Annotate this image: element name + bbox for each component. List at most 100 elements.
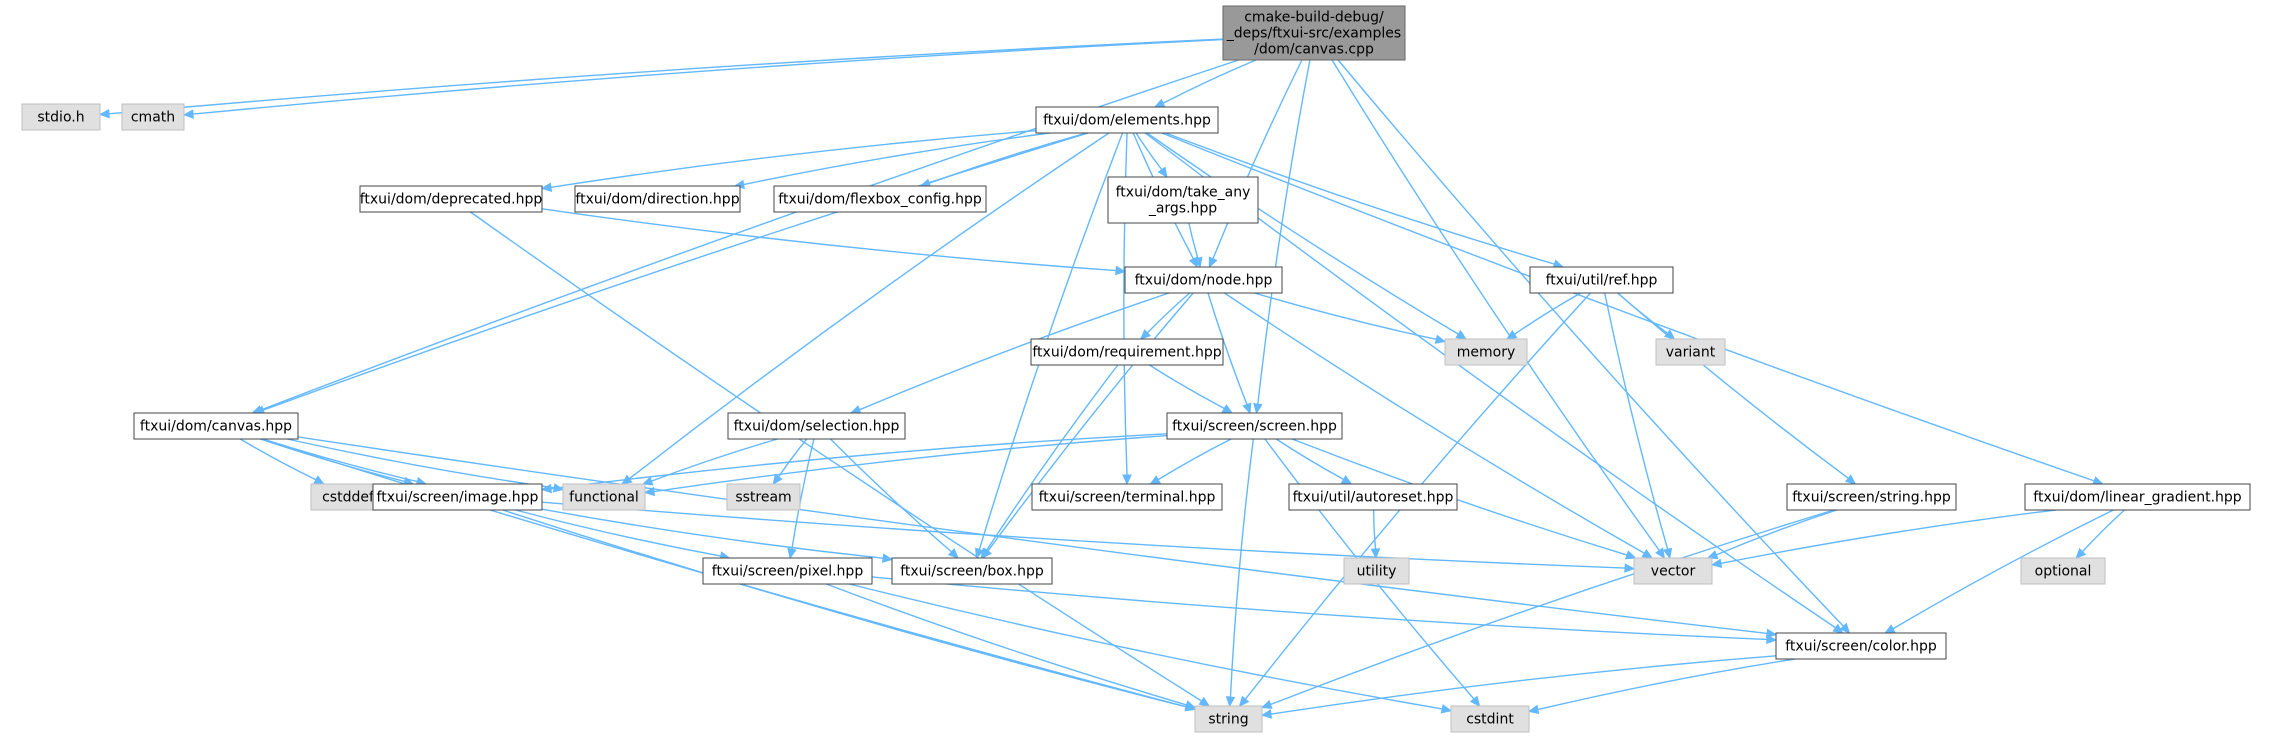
node-requirement[interactable]: ftxui/dom/requirement.hpp	[1030, 338, 1224, 366]
node-memory: memory	[1444, 338, 1528, 366]
edge-line	[550, 129, 1037, 189]
edge-pixel-to-string	[825, 583, 1197, 710]
edge-root-to-vector	[1331, 59, 1666, 560]
node-cstdint: cstdint	[1450, 705, 1530, 733]
edge-arrowhead	[787, 547, 797, 560]
edge-elements-to-memory	[1146, 132, 1467, 340]
node-box	[1655, 338, 1726, 366]
node-box	[1450, 705, 1530, 733]
node-box	[1030, 338, 1224, 366]
node-takeany[interactable]: ftxui/dom/take_any_args.hpp	[1107, 176, 1259, 224]
node-pixel[interactable]: ftxui/screen/pixel.hpp	[702, 557, 873, 585]
edge-line	[1157, 438, 1232, 481]
edge-elements-to-canvas	[253, 132, 1089, 415]
edge-line	[541, 208, 1117, 272]
node-label: ftxui/dom/direction.hpp	[575, 192, 739, 208]
node-terminal[interactable]: ftxui/screen/terminal.hpp	[1031, 483, 1223, 511]
node-autoreset[interactable]: ftxui/util/autoreset.hpp	[1288, 483, 1458, 511]
edge-requirement-to-screen	[1149, 364, 1234, 414]
edge-line	[541, 501, 1626, 569]
edge-arrowhead	[1832, 623, 1844, 634]
node-screen[interactable]: ftxui/screen/screen.hpp	[1166, 412, 1343, 440]
node-label: ftxui/screen/terminal.hpp	[1039, 490, 1216, 506]
edge-line	[1270, 655, 1777, 715]
node-cmath: cmath	[121, 103, 185, 131]
node-node[interactable]: ftxui/dom/node.hpp	[1124, 266, 1283, 294]
edge-line	[849, 583, 1443, 710]
node-box	[727, 412, 906, 440]
node-canvas[interactable]: ftxui/dom/canvas.hpp	[133, 412, 299, 440]
node-box	[1035, 106, 1219, 134]
edge-line	[1212, 59, 1303, 260]
node-label: vector	[1651, 564, 1696, 580]
edge-line	[987, 292, 1194, 552]
edge-string_hpp-to-string	[1260, 509, 1835, 709]
edge-arrowhead	[980, 547, 991, 560]
edge-color-to-cstdint	[1527, 658, 1796, 715]
edge-line	[1716, 509, 1837, 556]
edge-arrowhead	[1253, 402, 1263, 415]
node-color[interactable]: ftxui/screen/color.hpp	[1775, 632, 1947, 660]
node-box[interactable]: ftxui/screen/box.hpp	[891, 557, 1053, 585]
edge-image-to-vector	[541, 501, 1636, 573]
node-selection[interactable]: ftxui/dom/selection.hpp	[727, 412, 906, 440]
edge-arrowhead	[1225, 696, 1236, 708]
node-label: cmath	[131, 110, 175, 126]
edge-line	[515, 509, 721, 557]
node-box	[1786, 483, 1957, 511]
node-string_hpp[interactable]: ftxui/screen/string.hpp	[1786, 483, 1957, 511]
edge-arrowhead	[772, 473, 783, 485]
node-variant: variant	[1655, 338, 1726, 366]
node-box	[1633, 557, 1713, 585]
node-label: utility	[1357, 564, 1397, 580]
edge-line	[1188, 222, 1199, 259]
edge-line	[1892, 509, 2114, 630]
node-image[interactable]: ftxui/screen/image.hpp	[372, 483, 543, 511]
edge-selection-to-pixel	[787, 438, 815, 560]
node-string: string	[1194, 705, 1263, 733]
edge-line	[108, 38, 1224, 115]
edges-layer	[98, 38, 2125, 719]
node-root[interactable]: cmake-build-debug/_deps/ftxui-src/exampl…	[1222, 5, 1406, 61]
node-box	[773, 185, 987, 213]
edge-line	[502, 509, 1187, 708]
node-flexbox[interactable]: ftxui/dom/flexbox_config.hpp	[773, 185, 987, 213]
node-label: ftxui/screen/string.hpp	[1792, 490, 1951, 506]
node-elements[interactable]: ftxui/dom/elements.hpp	[1035, 106, 1219, 134]
node-box	[891, 557, 1053, 585]
edge-arrowhead	[1662, 547, 1673, 560]
edge-root-to-color	[1337, 59, 1851, 634]
edge-line	[1617, 292, 1849, 479]
node-ref[interactable]: ftxui/util/ref.hpp	[1529, 266, 1674, 294]
edge-line	[1254, 292, 1437, 341]
node-box	[1288, 483, 1458, 511]
edge-line	[829, 438, 952, 553]
edge-arrowhead	[540, 182, 552, 192]
node-lineargrad[interactable]: ftxui/dom/linear_gradient.hpp	[2024, 483, 2251, 511]
edge-line	[1720, 509, 2056, 565]
node-direction[interactable]: ftxui/dom/direction.hpp	[574, 185, 741, 213]
edge-selection-to-functional	[641, 438, 778, 486]
edge-lineargrad-to-vector	[1710, 509, 2056, 569]
node-deprecated[interactable]: ftxui/dom/deprecated.hpp	[359, 185, 543, 213]
node-box	[1343, 557, 1410, 585]
edge-arrowhead	[643, 486, 655, 497]
node-label: ftxui/util/ref.hpp	[1546, 273, 1658, 289]
edge-deprecated-to-string	[470, 211, 1211, 707]
edge-node-to-screen	[1207, 292, 1252, 415]
edge-arrowhead	[1260, 699, 1273, 709]
edge-line	[1291, 438, 1628, 556]
node-label: memory	[1457, 345, 1516, 361]
node-optional: optional	[2020, 557, 2106, 585]
edge-line	[286, 438, 555, 489]
edge-line	[791, 438, 815, 550]
node-label: cstddef	[322, 490, 375, 506]
node-label: ftxui/screen/image.hpp	[377, 490, 539, 506]
edge-screen-to-image	[540, 433, 1168, 494]
edge-ref-to-string_hpp	[1617, 292, 1857, 485]
edge-line	[1337, 59, 1844, 627]
node-box	[2024, 483, 2251, 511]
edge-arrowhead	[1260, 709, 1272, 719]
edge-lineargrad-to-optional	[2075, 509, 2125, 559]
